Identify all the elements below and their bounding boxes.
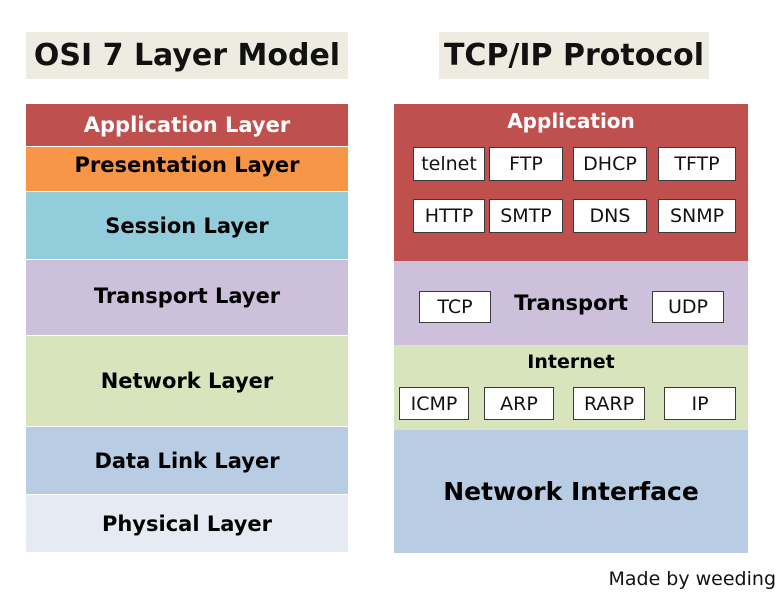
- protocol-tftp: TFTP: [658, 147, 736, 181]
- tcpip-network-interface-layer: Network Interface: [394, 430, 748, 553]
- osi-data-link-layer: Data Link Layer: [26, 427, 348, 495]
- osi-session-layer: Session Layer: [26, 192, 348, 260]
- osi-network-layer: Network Layer: [26, 336, 348, 427]
- protocol-telnet: telnet: [413, 147, 485, 181]
- protocol-icmp: ICMP: [399, 387, 469, 420]
- protocol-udp: UDP: [652, 291, 724, 323]
- osi-application-layer: Application Layer: [26, 104, 348, 147]
- tcpip-internet-label: Internet: [527, 351, 615, 373]
- protocol-ip: IP: [664, 387, 736, 420]
- protocol-rarp: RARP: [573, 387, 645, 420]
- credit-text: Made by weeding: [608, 568, 776, 590]
- tcpip-title: TCP/IP Protocol: [439, 32, 709, 79]
- osi-presentation-layer: Presentation Layer: [26, 147, 348, 192]
- tcpip-application-layer: Application: [394, 104, 748, 261]
- osi-physical-layer: Physical Layer: [26, 495, 348, 553]
- tcpip-transport-label: Transport: [514, 291, 628, 315]
- protocol-snmp: SNMP: [658, 199, 736, 233]
- protocol-dns: DNS: [573, 199, 647, 233]
- protocol-arp: ARP: [484, 387, 554, 420]
- osi-transport-layer: Transport Layer: [26, 260, 348, 336]
- protocol-http: HTTP: [413, 199, 485, 233]
- protocol-dhcp: DHCP: [573, 147, 647, 181]
- protocol-ftp: FTP: [489, 147, 563, 181]
- tcpip-application-label: Application: [507, 109, 635, 133]
- protocol-smtp: SMTP: [489, 199, 563, 233]
- protocol-tcp: TCP: [419, 291, 491, 323]
- osi-title: OSI 7 Layer Model: [26, 32, 348, 79]
